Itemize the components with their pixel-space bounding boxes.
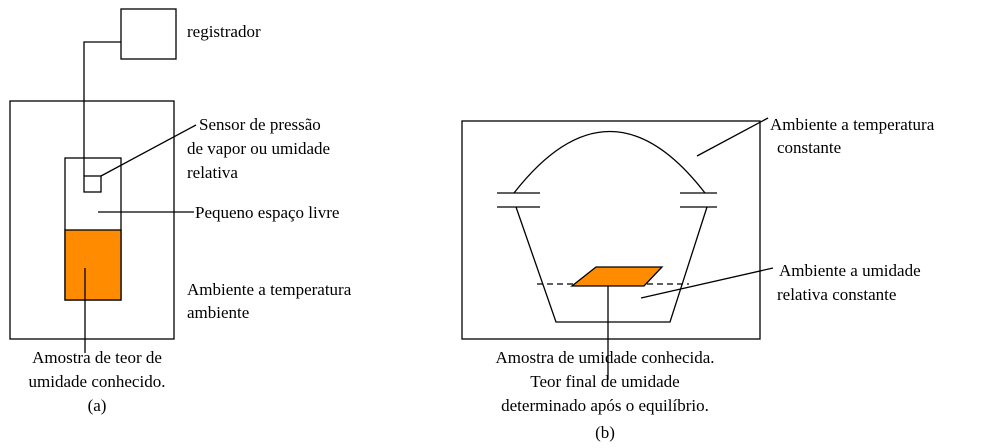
panel-label-a: (a) [88,396,107,415]
sensor-leader [100,124,197,177]
sample-caption-a-line-1: Amostra de teor de [32,348,162,367]
desiccator-body [515,206,708,323]
sensor-label-line-2: de vapor ou umidade [187,139,330,158]
recorder-wire [83,41,121,176]
figure-a: registrador Sensor de pressão de vapor o… [9,8,352,415]
sample-caption-a-line-2: umidade conhecido. [29,372,166,391]
sample-caption-b-line-1: Amostra de umidade conhecida. [495,348,714,367]
figure-b: Ambiente a temperatura constante Ambient… [461,115,935,442]
sample-caption-b-line-2: Teor final de umidade [530,372,679,391]
sample-a [64,229,122,301]
recorder-box [120,8,177,60]
environment-humidity-label-line-1: Ambiente a umidade [779,261,921,280]
environment-temp-label-line-2: constante [777,138,841,157]
environment-box-a [9,100,175,340]
sensor-box [83,175,102,193]
desiccator-lid [513,131,706,194]
recorder-label: registrador [187,22,261,41]
panel-label-b: (b) [595,423,615,442]
environment-humidity-label-line-2: relativa constante [777,285,896,304]
environment-humidity-leader [640,267,774,299]
sensor-label-line-1: Sensor de pressão [199,115,321,134]
headspace-label: Pequeno espaço livre [195,203,339,222]
environment-label-a-line-2: ambiente [187,303,249,322]
environment-label-a-line-1: Ambiente a temperatura [187,280,352,299]
environment-temp-leader [696,117,769,157]
sensor-label-line-3: relativa [187,163,238,182]
sample-caption-b-line-3: determinado após o equilíbrio. [501,396,709,415]
sample-b [570,266,664,287]
environment-temp-label-line-1: Ambiente a temperatura [770,115,935,134]
environment-box-b [461,120,761,340]
